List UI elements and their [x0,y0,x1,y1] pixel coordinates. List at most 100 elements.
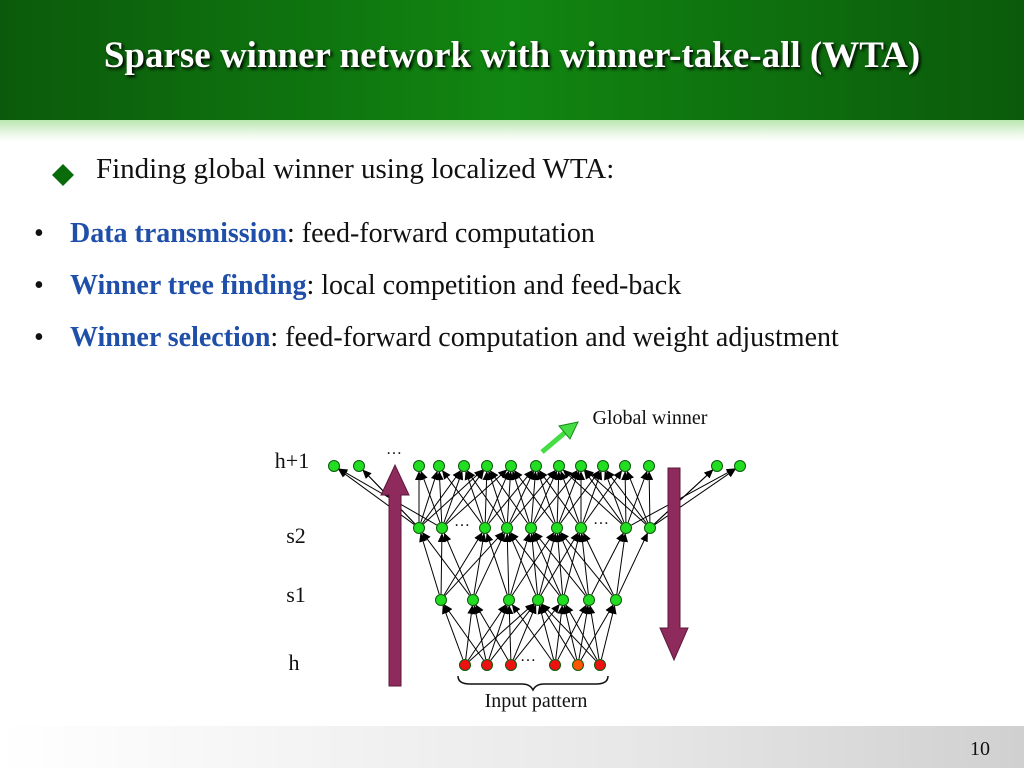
connection-edge [558,532,588,595]
input-pattern-label: Input pattern [485,690,588,712]
connection-edge [631,468,736,526]
connection-edge [583,532,614,595]
connection-edge [563,532,582,595]
neuron-node-s1 [557,594,569,606]
connection-edge [444,531,504,596]
connection-edge [587,604,600,660]
connection-edge [538,470,578,524]
connection-edge [503,532,512,595]
neuron-node-top [643,460,655,472]
input-node [481,659,493,671]
connection-edge [583,470,623,524]
feed-forward-arrow [380,463,410,687]
input-node [572,659,584,671]
layer-label-s2: s2 [286,523,306,548]
connection-edge [443,532,483,596]
bullet-dot: • [34,218,44,249]
connection-edge [534,469,578,524]
connection-edge [591,532,624,595]
neuron-node-s2 [436,522,448,534]
neuron-node-top [353,460,365,472]
connection-edge [578,532,589,595]
connection-edge [442,604,464,660]
ellipsis-s2-left: … [454,513,470,530]
connection-edge [512,604,537,660]
connection-edge [488,604,509,660]
connection-edge [511,604,552,661]
bullet-desc: : feed-forward computation [287,218,595,249]
feed-back-arrow [659,467,689,662]
bullet-winner-tree-finding: •Winner tree finding: local competition … [34,270,681,302]
neuron-node-top [433,460,445,472]
neuron-node-s2 [551,522,563,534]
bullet-term: Winner selection [70,322,271,353]
connection-edge [420,470,441,523]
diamond-bullet-icon [52,164,74,186]
connection-edge [511,470,530,523]
neuron-node-s1 [583,594,595,606]
connection-edge [604,470,625,523]
connection-edge [469,603,535,662]
connection-edge [475,532,505,595]
input-brace [457,675,609,692]
connection-edge [422,470,462,524]
title-bar-fade [0,120,1024,142]
connection-edge [532,532,562,595]
connection-edge [562,604,578,660]
neuron-node-s2 [501,522,513,534]
connection-edge [443,532,472,595]
connection-edge [472,604,487,660]
neuron-node-s1 [435,594,447,606]
connection-edge [645,470,654,523]
connection-edge [488,469,533,524]
neuron-node-s2 [525,522,537,534]
neuron-node-top [711,460,723,472]
neuron-node-top [328,460,340,472]
connection-edge [441,470,482,524]
page-number: 10 [970,738,990,760]
neuron-node-top [530,460,542,472]
neuron-node-s1 [610,594,622,606]
neuron-node-s1 [503,594,515,606]
connection-edge [565,604,598,661]
connection-edge [555,604,566,660]
connection-edge [621,470,630,523]
neuron-node-s2 [575,522,587,534]
layer-label-top: h+1 [275,448,309,473]
connection-edge [420,470,439,523]
connection-edge [654,468,736,526]
connection-edge [533,470,557,523]
connection-edge [513,470,554,524]
connection-edge [473,532,487,595]
connection-edge [443,604,484,661]
connection-edge [557,604,587,660]
footer-bar [0,726,1024,768]
connection-edge [510,531,560,596]
connection-edge [466,470,504,524]
title-bar [0,0,1024,120]
connection-edge [540,604,576,661]
bullet-term: Data transmission [70,218,288,249]
bullet-dot: • [34,322,44,353]
neuron-node-top [505,460,517,472]
connection-edge [338,468,438,526]
input-node [505,659,517,671]
connection-edge [558,470,580,523]
connection-edge [600,604,617,660]
connection-edge [475,604,509,661]
connection-edge [437,532,446,595]
connection-edge [490,603,535,661]
neuron-node-top [734,460,746,472]
connection-edge [584,469,646,525]
connection-edge [422,531,470,596]
connection-edge [536,470,556,523]
input-node [549,659,561,671]
neuron-node-top [553,460,565,472]
neuron-node-top [575,460,587,472]
connection-edge [541,603,597,662]
neuron-node-top [597,460,609,472]
bullet-term: Winner tree finding [70,270,307,301]
input-node [594,659,606,671]
connection-edge [485,532,508,595]
